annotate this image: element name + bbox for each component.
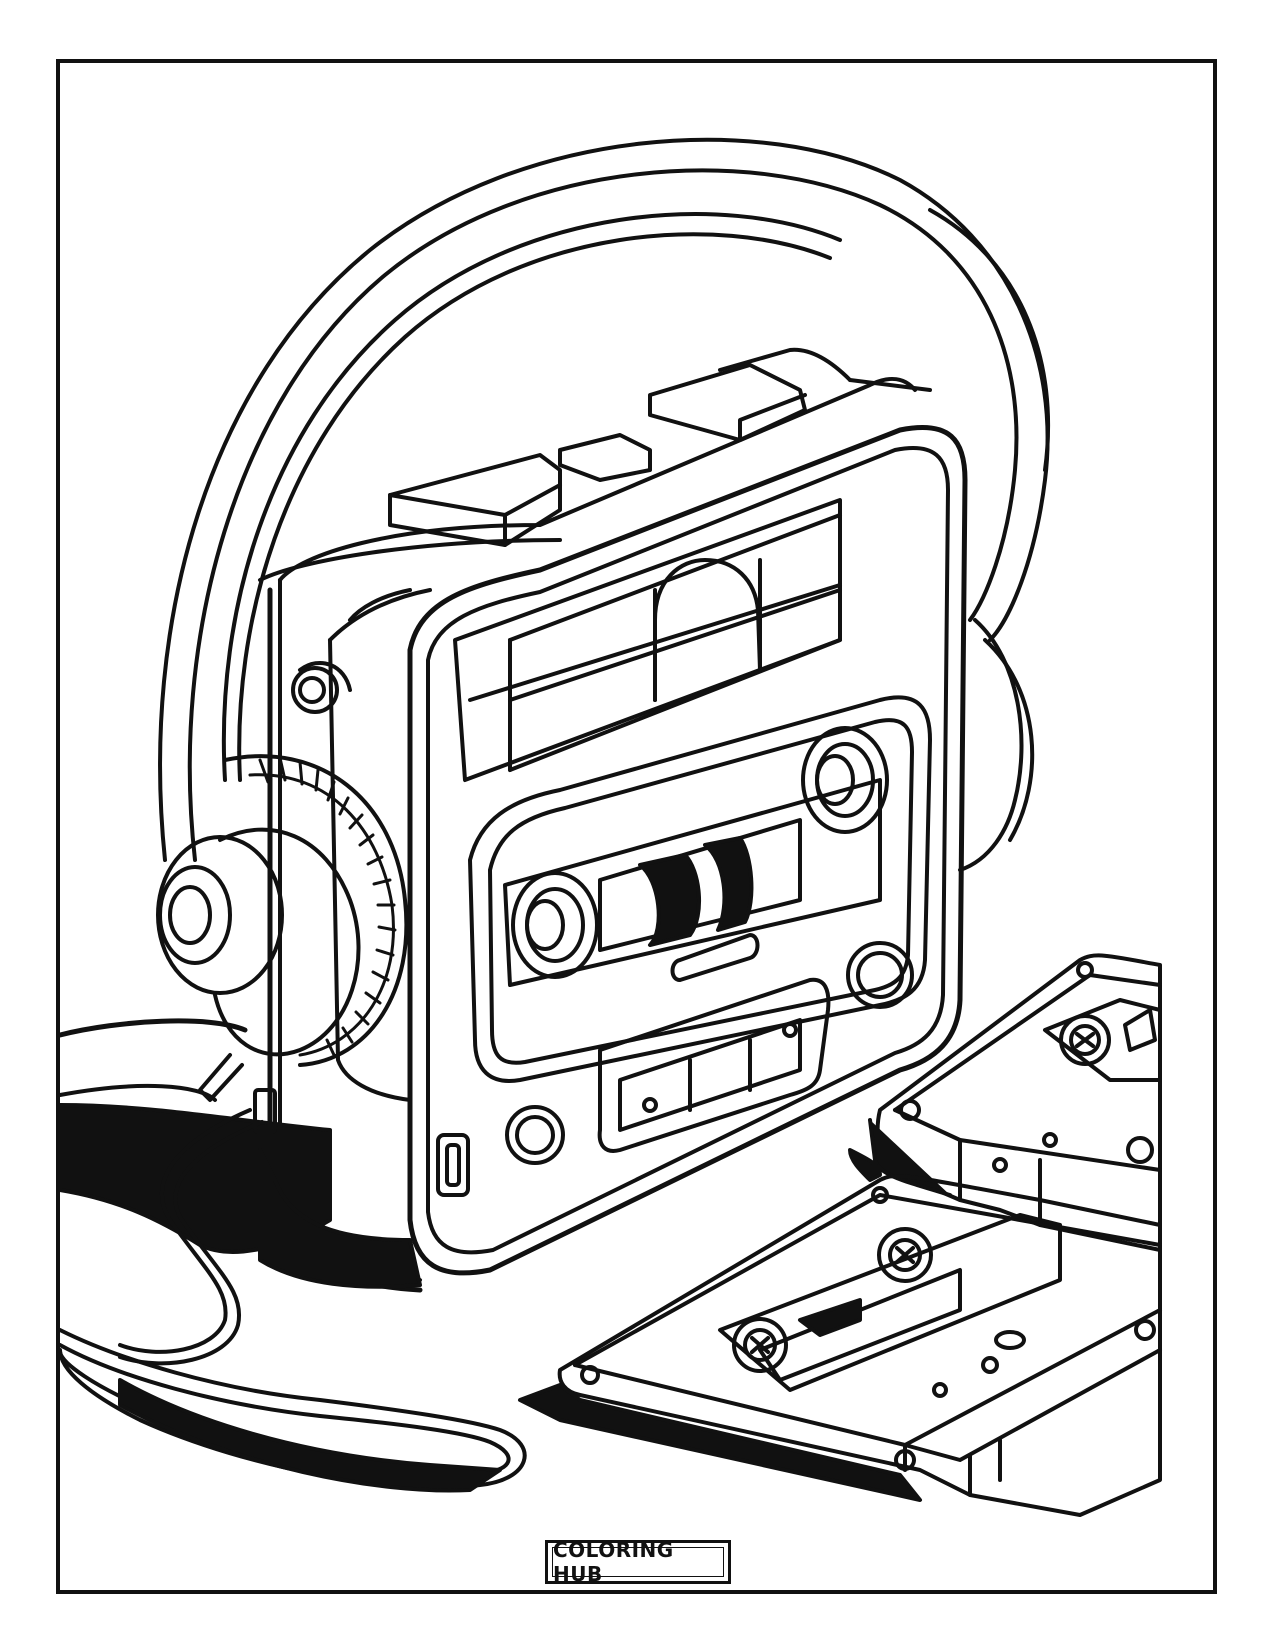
cassette-tape-icon (520, 1176, 1160, 1515)
brand-label: COLORING HUB (552, 1538, 724, 1586)
player-shadow (260, 1150, 420, 1287)
page-border (56, 59, 1217, 1594)
cassette-tape-icon (850, 955, 1160, 1250)
headphones-icon (158, 140, 1048, 1132)
brand-badge: COLORING HUB (545, 1538, 731, 1586)
